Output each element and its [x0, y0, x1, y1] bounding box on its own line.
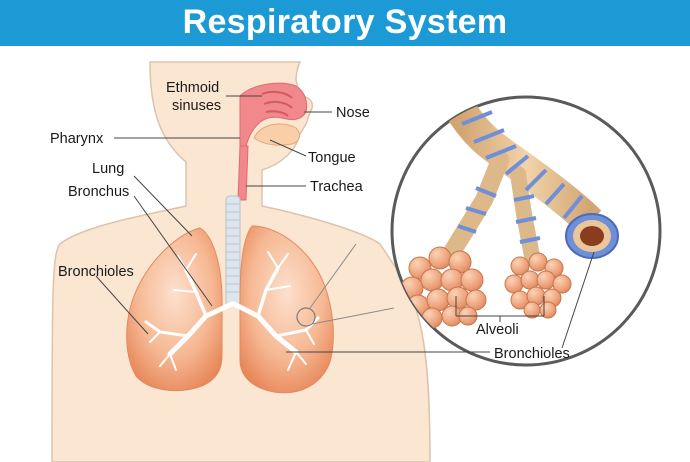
- label-ethmoid-1: Ethmoid: [166, 80, 219, 96]
- page-title: Respiratory System: [182, 3, 508, 41]
- label-nose: Nose: [336, 105, 370, 121]
- label-bronchioles-right: Bronchioles: [494, 346, 570, 362]
- alveoli-cluster-left: [400, 246, 487, 329]
- right-lung: [239, 225, 334, 394]
- label-ethmoid-2: sinuses: [172, 98, 221, 114]
- label-bronchioles-left: Bronchioles: [58, 264, 134, 280]
- label-bronchus: Bronchus: [68, 184, 129, 200]
- alveoli-cluster-right: [504, 252, 572, 319]
- zoom-line-top: [309, 243, 357, 309]
- pharynx: [237, 145, 249, 201]
- trachea: [225, 195, 241, 307]
- label-trachea: Trachea: [310, 179, 364, 195]
- label-alveoli: Alveoli: [476, 322, 519, 338]
- zoom-marker: [296, 307, 316, 327]
- magnified-content: [400, 103, 619, 329]
- leader-lines: [95, 95, 595, 353]
- label-pharynx: Pharynx: [50, 131, 104, 147]
- title-banner: [0, 0, 690, 46]
- zoom-line-bottom: [311, 307, 395, 325]
- tongue: [253, 123, 300, 146]
- left-lung: [126, 227, 223, 392]
- label-tongue: Tongue: [308, 150, 356, 166]
- nasal-cavity: [239, 82, 308, 147]
- label-lung: Lung: [92, 161, 124, 177]
